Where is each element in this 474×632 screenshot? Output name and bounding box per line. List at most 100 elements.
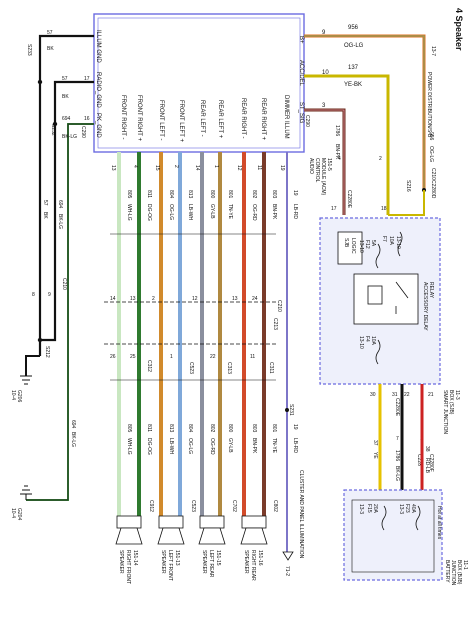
pin-15-upper: 15 [154, 165, 160, 171]
color-tn-ye-lower: TN-YE [271, 438, 277, 454]
speaker-left-front-label1: SPEAKER [160, 550, 166, 574]
wire-1786-color: BN-PK [334, 144, 340, 160]
wire-19-lb-rd [286, 152, 288, 552]
speaker-right-rear-label1: SPEAKER [243, 550, 249, 574]
power-distribution-label: POWER DISTRIBUTION/S-B [426, 72, 432, 138]
speaker-left-rear-connector [199, 515, 225, 529]
circuit-804-lower: 804 [187, 424, 193, 433]
color-bn-pk-upper: BN-PK [271, 204, 277, 220]
relay-label-line1: ACCESSORY DELAY [422, 282, 428, 331]
circuit-813-upper: 813 [187, 190, 193, 199]
fuse-f12-amps: 5A [370, 240, 376, 247]
wire-57-bk-mid [53, 80, 94, 296]
pin-11-upper: 11 [256, 165, 262, 170]
lower-wire-labels: 805 WH-LG 811 DG-OG 813 LB-WH 804 OG-LG … [126, 424, 298, 455]
fuse-f23-id: F23 [404, 504, 410, 513]
conn-pin-25: 25 [130, 354, 136, 360]
ground-wiring [25, 34, 94, 501]
sjb-label-line3: 11-3 [454, 390, 460, 400]
splice-dot-s231 [285, 408, 289, 412]
color-dg-og-lower: DG-OG [146, 438, 152, 455]
pin-12-upper: 12 [236, 165, 242, 171]
pin-dimmer-illum: DIMMER ILLUM [283, 95, 289, 139]
splice-s233: S233 [26, 44, 32, 56]
pin-2-upper: 2 [173, 165, 179, 168]
fuse-f7-symbol [397, 231, 403, 257]
speaker-left-rear-label2: LEFT REAR [208, 550, 214, 578]
wire-694-stripe [26, 123, 94, 501]
pin-front-right-plus: FRONT RIGHT + [136, 95, 142, 141]
wire-1786-stripe [304, 109, 345, 215]
splice-dot-s212 [37, 337, 43, 343]
top-power-wires [304, 34, 426, 215]
ground-g206-label: G206 [16, 390, 22, 402]
fuse-f23-loc: 13-3 [398, 504, 404, 514]
pin-19-upper: 19 [279, 165, 285, 171]
fuse-f7-id: F7 [381, 236, 387, 242]
pin-rear-right-minus: REAR RIGHT - [240, 98, 246, 139]
speaker-left-front-conn: C523 [190, 500, 196, 512]
sjb-logic-block [337, 231, 363, 265]
hot-at-all-times: Hot at all times [436, 506, 442, 540]
wire-38-circuit: 38 [424, 446, 430, 452]
splice-s212: S212 [44, 346, 50, 358]
fuse-f15-loc: 13-3 [358, 504, 364, 514]
pin-10-label: 10 [322, 70, 329, 76]
conn-c311: C311 [268, 362, 274, 374]
fuse-f23-amps: 40A [410, 504, 416, 514]
pin-front-left-plus: FRONT LEFT + [178, 100, 184, 142]
pin-front-right-minus: FRONT RIGHT - [120, 95, 126, 139]
pin-31: 31 [392, 392, 398, 398]
wire-801-tn-ye [218, 152, 222, 516]
pin-17: 17 [331, 206, 337, 212]
illumination-ref: 71-2 [284, 566, 290, 576]
wire-1786-lower-color: BK-LG [394, 466, 400, 481]
color-tn-ye-upper: TN-YE [227, 204, 233, 220]
wire-805-wh-lg [117, 152, 121, 516]
conn-pin-24: 24 [252, 296, 258, 302]
pin-illum-gnd: ILLUM GND [95, 30, 101, 63]
sjb-logic-line1: SJB [343, 238, 349, 248]
circuit-19-lower: 19 [292, 424, 298, 430]
ground-top-color: BK [47, 46, 54, 52]
wire-956-circuit: 956 [348, 25, 359, 31]
wire-803-bn-pk [262, 152, 266, 516]
wire-g206-lead [25, 355, 40, 376]
conn-c213: C213 [272, 318, 278, 330]
circuit-813-lower: 813 [168, 424, 174, 433]
relay-switch [395, 281, 409, 314]
pin-4-top: 4 [338, 156, 341, 162]
battery-junction-inner [351, 499, 435, 573]
pin-acc-del: ACC/DEL [298, 60, 304, 87]
pin-21: 21 [428, 392, 434, 398]
fuse-f12-symbol [375, 243, 381, 269]
splice-s216: S216 [405, 180, 411, 192]
wire-956-right-color: OG-LG [428, 146, 434, 162]
bjb-label-line4: 11-1 [462, 560, 468, 570]
pin-rear-right-plus: REAR RIGHT + [260, 98, 266, 141]
sjb-logic-line2: LOGIC [350, 238, 356, 254]
fuse-f4-id: F4 [364, 336, 370, 342]
fuse-f23-symbol [415, 505, 421, 531]
illumination-label: CLUSTER AND PANEL ILLUMINATION [298, 470, 304, 559]
wire-813-lb-wh [178, 152, 182, 516]
speaker-left-rear-icon [198, 527, 226, 545]
power-distribution-ref: 13-7 [430, 46, 436, 56]
wire-956-stripe [304, 35, 425, 190]
circuit-19-upper: 19 [292, 190, 298, 196]
speaker-left-front: C523 SPEAKER LEFT FRONT 151-13 [157, 500, 196, 581]
conn-c313: C313 [226, 362, 232, 374]
ground-g206-icon [20, 375, 32, 385]
battery-junction-box [343, 489, 443, 581]
connector-c2280d: C2280D [430, 180, 436, 199]
circuit-805-upper: 805 [126, 190, 132, 199]
speaker-left-rear-conn: C702 [231, 500, 237, 512]
wire-956-color: OG-LG [344, 43, 364, 49]
circuit-801-lower: 801 [271, 424, 277, 433]
speaker-right-front-label3: 151-14 [132, 550, 138, 566]
ground-mid-color-bk: BK [42, 212, 48, 219]
ground-g204-ref: 10-4 [10, 508, 16, 518]
splice-dot-s232 [52, 121, 58, 127]
conn-pin-22: 22 [210, 354, 216, 360]
conn-c312: C312 [146, 360, 152, 372]
